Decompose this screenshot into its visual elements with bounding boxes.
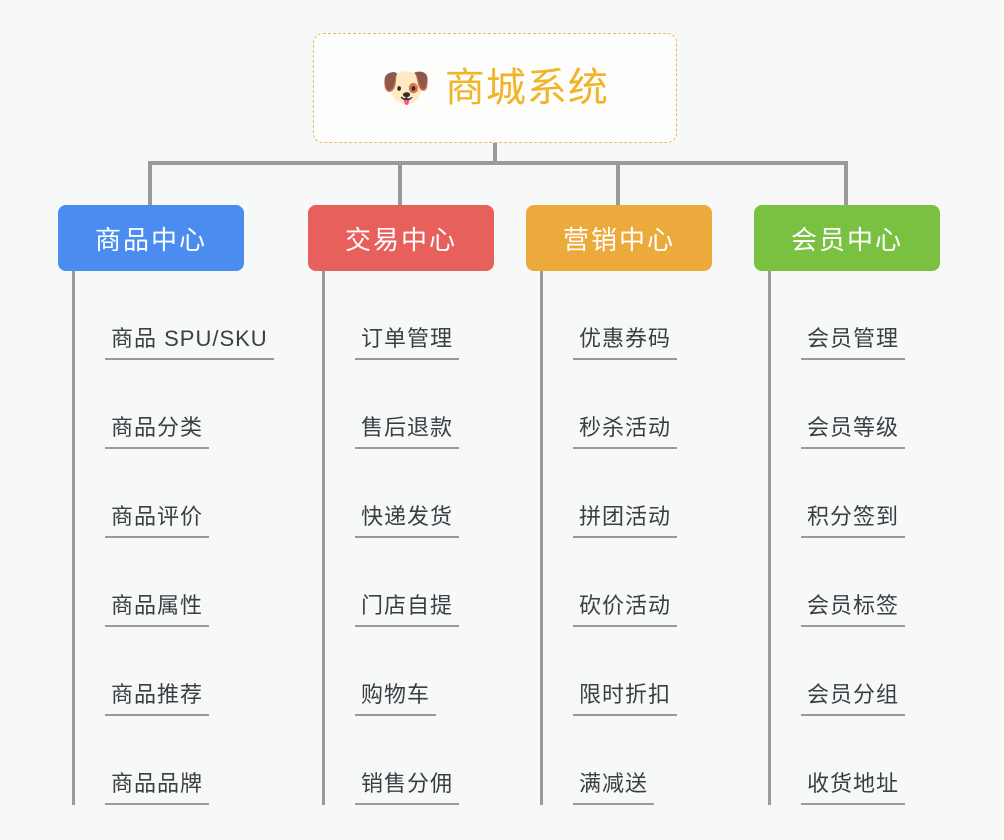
connector-drop-3 xyxy=(844,161,848,207)
leaf-item[interactable]: 购物车 xyxy=(325,627,494,716)
leaf-list-1: 订单管理 售后退款 快递发货 门店自提 购物车 销售分佣 xyxy=(322,271,494,805)
leaf-item[interactable]: 满减送 xyxy=(543,716,712,805)
leaf-label: 砍价活动 xyxy=(573,593,678,627)
leaf-item[interactable]: 会员管理 xyxy=(771,271,940,360)
category-header-2[interactable]: 营销中心 xyxy=(526,205,712,271)
leaf-item[interactable]: 门店自提 xyxy=(325,538,494,627)
leaf-item[interactable]: 会员等级 xyxy=(771,360,940,449)
connector-drop-1 xyxy=(398,161,402,207)
root-node[interactable]: 🐶 商城系统 xyxy=(313,33,677,143)
connector-drop-2 xyxy=(616,161,620,207)
leaf-label: 会员等级 xyxy=(801,415,906,449)
leaf-label: 满减送 xyxy=(573,771,655,805)
leaf-item[interactable]: 会员标签 xyxy=(771,538,940,627)
leaf-item[interactable]: 快递发货 xyxy=(325,449,494,538)
leaf-label: 订单管理 xyxy=(355,326,460,360)
leaf-item[interactable]: 优惠券码 xyxy=(543,271,712,360)
category-header-0[interactable]: 商品中心 xyxy=(58,205,244,271)
leaf-label: 收货地址 xyxy=(801,771,906,805)
leaf-label: 商品评价 xyxy=(105,504,210,538)
leaf-item[interactable]: 秒杀活动 xyxy=(543,360,712,449)
leaf-item[interactable]: 拼团活动 xyxy=(543,449,712,538)
leaf-label: 优惠券码 xyxy=(573,326,678,360)
category-label: 会员中心 xyxy=(790,224,903,255)
leaf-item[interactable]: 收货地址 xyxy=(771,716,940,805)
category-header-3[interactable]: 会员中心 xyxy=(754,205,940,271)
connector-drop-0 xyxy=(148,161,152,207)
leaf-label: 商品品牌 xyxy=(105,771,210,805)
leaf-item[interactable]: 商品分类 xyxy=(75,360,274,449)
category-column-3: 会员中心 会员管理 会员等级 积分签到 会员标签 会员分组 收货地址 xyxy=(754,205,940,805)
leaf-label: 拼团活动 xyxy=(573,504,678,538)
leaf-label: 限时折扣 xyxy=(573,682,678,716)
leaf-list-3: 会员管理 会员等级 积分签到 会员标签 会员分组 收货地址 xyxy=(768,271,940,805)
leaf-item[interactable]: 商品品牌 xyxy=(75,716,274,805)
category-column-0: 商品中心 商品 SPU/SKU 商品分类 商品评价 商品属性 商品推荐 商品品牌 xyxy=(58,205,274,805)
leaf-item[interactable]: 销售分佣 xyxy=(325,716,494,805)
root-title: 商城系统 xyxy=(444,66,609,110)
leaf-label: 商品属性 xyxy=(105,593,210,627)
leaf-item[interactable]: 会员分组 xyxy=(771,627,940,716)
category-header-1[interactable]: 交易中心 xyxy=(308,205,494,271)
leaf-label: 商品分类 xyxy=(105,415,210,449)
leaf-label: 会员分组 xyxy=(801,682,906,716)
leaf-label: 商品 SPU/SKU xyxy=(105,326,274,360)
dog-face-icon: 🐶 xyxy=(381,66,431,110)
category-label: 交易中心 xyxy=(344,224,457,255)
leaf-label: 售后退款 xyxy=(355,415,460,449)
category-column-1: 交易中心 订单管理 售后退款 快递发货 门店自提 购物车 销售分佣 xyxy=(308,205,494,805)
leaf-item[interactable]: 限时折扣 xyxy=(543,627,712,716)
leaf-item[interactable]: 砍价活动 xyxy=(543,538,712,627)
category-label: 营销中心 xyxy=(562,224,675,255)
leaf-item[interactable]: 售后退款 xyxy=(325,360,494,449)
leaf-item[interactable]: 商品 SPU/SKU xyxy=(75,271,274,360)
leaf-label: 销售分佣 xyxy=(355,771,460,805)
leaf-label: 门店自提 xyxy=(355,593,460,627)
leaf-label: 积分签到 xyxy=(801,504,906,538)
leaf-label: 秒杀活动 xyxy=(573,415,678,449)
connector-horizontal-bar xyxy=(148,161,848,165)
category-column-2: 营销中心 优惠券码 秒杀活动 拼团活动 砍价活动 限时折扣 满减送 xyxy=(526,205,712,805)
leaf-item[interactable]: 商品推荐 xyxy=(75,627,274,716)
leaf-label: 购物车 xyxy=(355,682,437,716)
leaf-label: 会员管理 xyxy=(801,326,906,360)
leaf-item[interactable]: 商品属性 xyxy=(75,538,274,627)
leaf-label: 会员标签 xyxy=(801,593,906,627)
leaf-item[interactable]: 订单管理 xyxy=(325,271,494,360)
connector-root-stem xyxy=(493,143,497,165)
leaf-label: 快递发货 xyxy=(355,504,460,538)
leaf-item[interactable]: 商品评价 xyxy=(75,449,274,538)
leaf-item[interactable]: 积分签到 xyxy=(771,449,940,538)
category-label: 商品中心 xyxy=(94,224,207,255)
leaf-label: 商品推荐 xyxy=(105,682,210,716)
leaf-list-2: 优惠券码 秒杀活动 拼团活动 砍价活动 限时折扣 满减送 xyxy=(540,271,712,805)
leaf-list-0: 商品 SPU/SKU 商品分类 商品评价 商品属性 商品推荐 商品品牌 xyxy=(72,271,274,805)
